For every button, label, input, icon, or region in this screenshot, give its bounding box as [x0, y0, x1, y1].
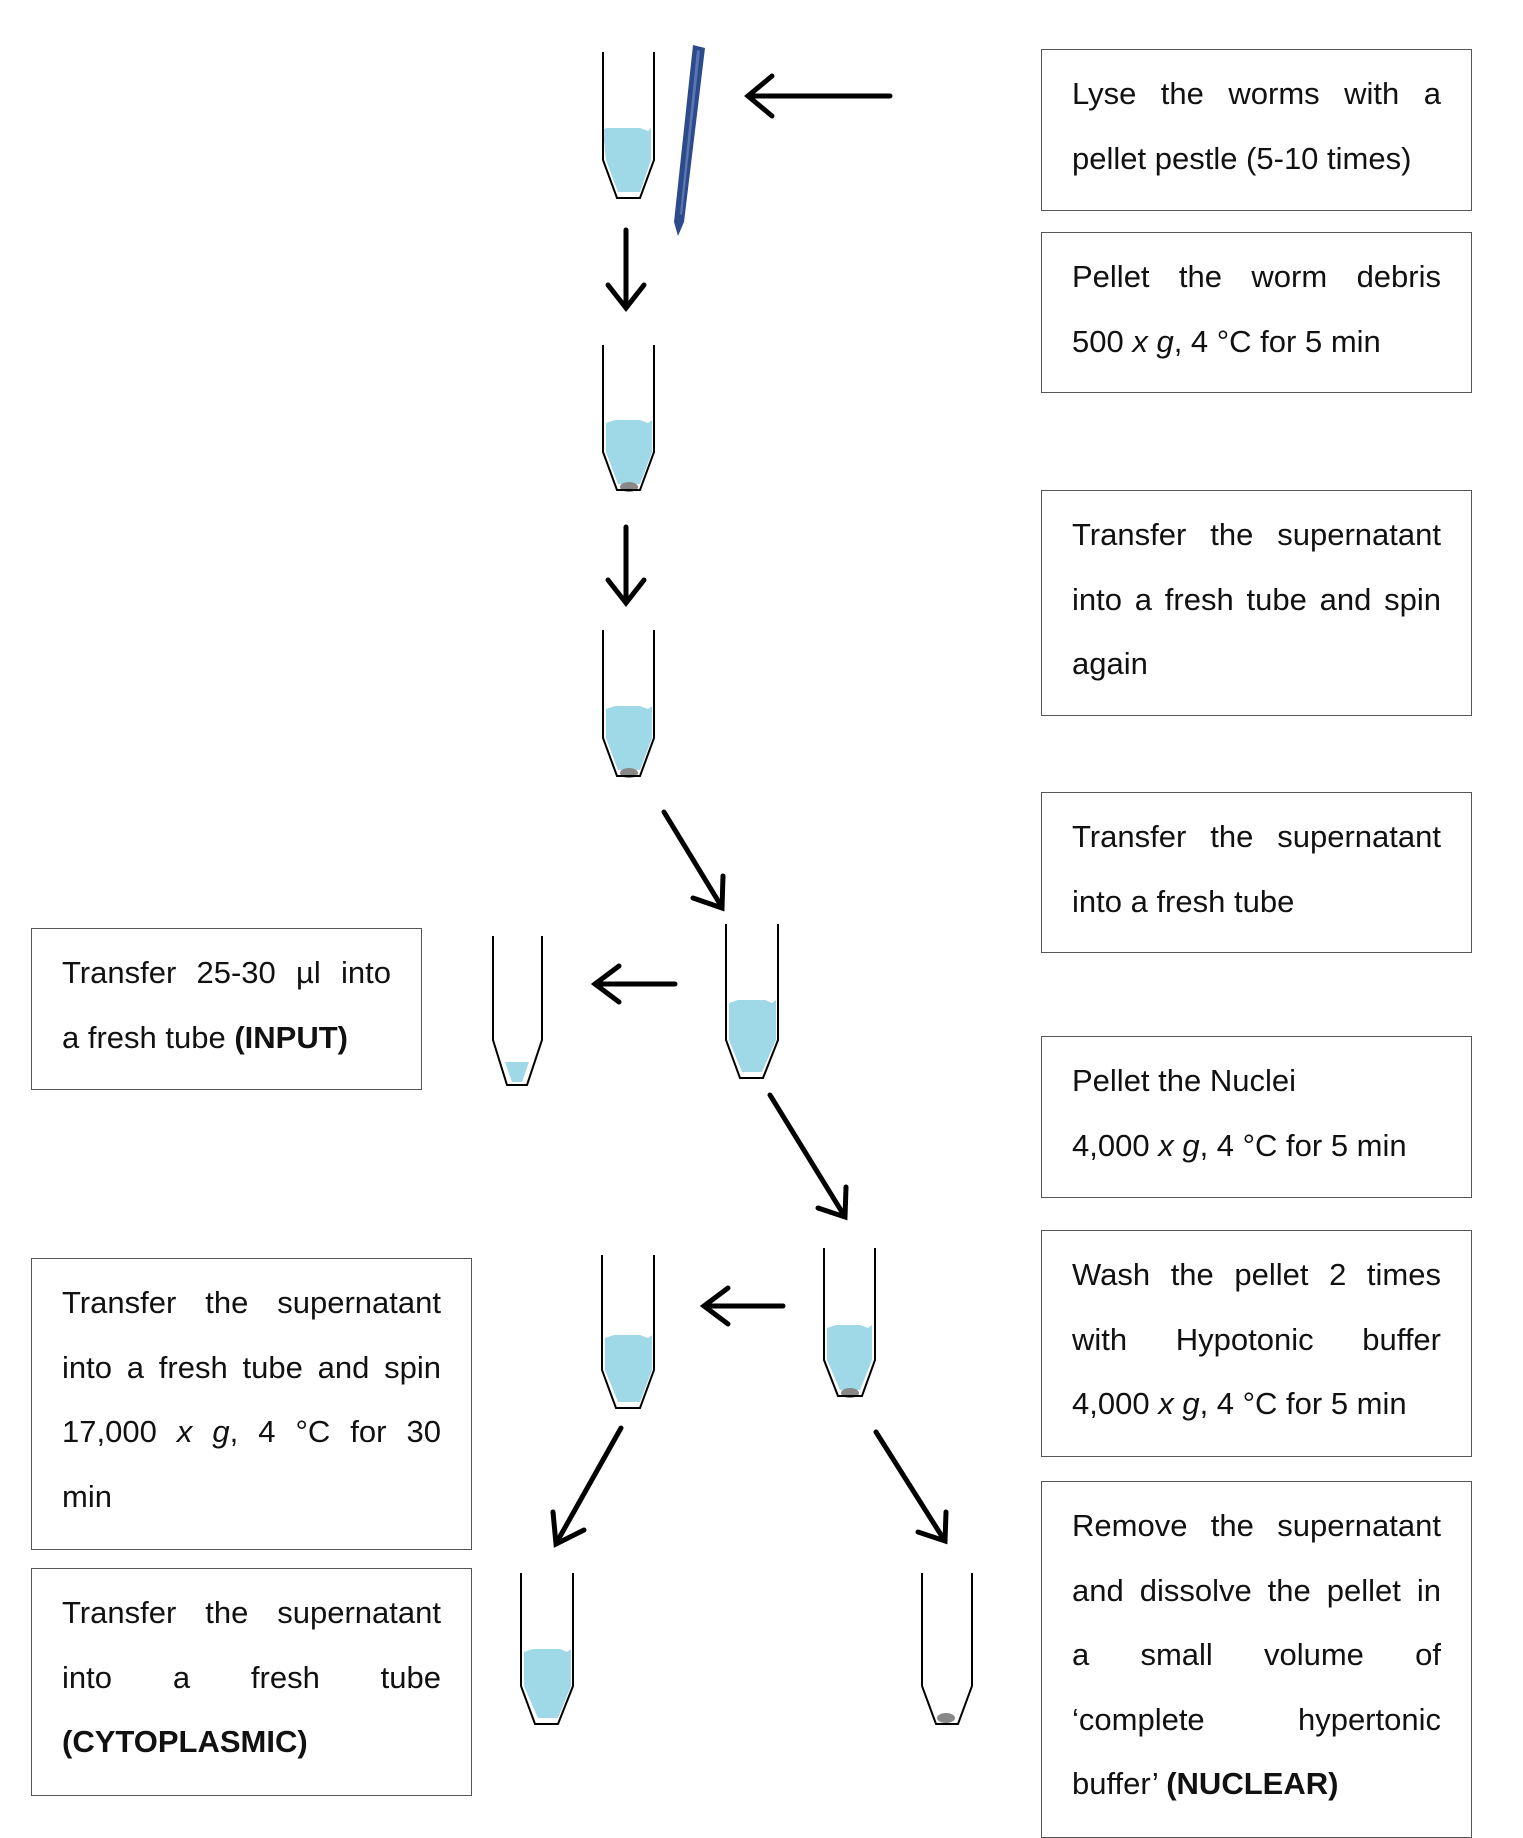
tube-2: [602, 345, 655, 492]
arrow-to-supernatant-head: [699, 1285, 731, 1327]
nuclear-line-3: a small volume of: [1072, 1637, 1441, 1672]
transfer-fresh-line-2: into a fresh tube: [1072, 883, 1295, 919]
input-line-1: Transfer 25-30 µl into: [62, 955, 391, 990]
nuclear-line-2: and dissolve the pellet in: [1072, 1572, 1441, 1608]
nuclear-text: buffer’: [1072, 1766, 1167, 1801]
nuclear-line-4: ‘complete hypertonic: [1072, 1701, 1441, 1737]
step-cytoplasmic: Transfer the supernatant into a fresh tu…: [31, 1568, 472, 1796]
cyto-spin-line-2: into a fresh tube and spin: [62, 1349, 441, 1385]
debris-speed: 500: [1072, 323, 1133, 359]
nuclei-unit: x g: [1158, 1127, 1200, 1163]
debris-unit: x g: [1132, 323, 1174, 359]
transfer-spin-line-1: Transfer the supernatant: [1072, 517, 1441, 552]
tube-supernatant: [601, 1255, 655, 1409]
lyse-line-2: pellet pestle (5-10 times): [1072, 140, 1412, 176]
cyto-speed: 17,000: [62, 1414, 177, 1449]
input-text: a fresh tube: [62, 1019, 235, 1055]
step-transfer-fresh: Transfer the supernatant into a fresh tu…: [1041, 792, 1472, 953]
step-input: Transfer 25-30 µl into a fresh tube (INP…: [31, 928, 422, 1090]
tube-nuclear: [921, 1573, 973, 1725]
nuclei-conditions: , 4 °C for 5 min: [1199, 1127, 1407, 1163]
cytoplasmic-label: (CYTOPLASMIC): [62, 1710, 441, 1775]
transfer-fresh-line-1: Transfer the supernatant: [1072, 819, 1441, 854]
tube-cytoplasmic: [520, 1573, 574, 1725]
arrow-diag-1: [661, 809, 723, 907]
nuclei-line-1: Pellet the Nuclei: [1072, 1063, 1297, 1098]
debris-line-1: Pellet the worm debris: [1072, 259, 1441, 294]
pellet-pestle-icon: [674, 45, 705, 236]
debris-conditions: , 4 °C for 5 min: [1173, 323, 1381, 359]
cyto-spin-line-3: 17,000 x g, 4 °C for 30: [62, 1400, 441, 1465]
step-cyto-spin: Transfer the supernatant into a fresh tu…: [31, 1258, 472, 1550]
transfer-spin-line-2: into a fresh tube and spin: [1072, 581, 1441, 617]
arrow-to-pestle-head: [744, 73, 775, 119]
input-line-2: a fresh tube (INPUT): [62, 1006, 391, 1071]
arrow-down-2-head: [605, 577, 647, 608]
arrow-diag-nuclear: [873, 1429, 946, 1541]
arrow-diag-cyto: [555, 1425, 624, 1543]
tube-3: [602, 630, 655, 778]
debris-line-2: 500 x g, 4 °C for 5 min: [1072, 310, 1441, 375]
step-pellet-debris: Pellet the worm debris 500 x g, 4 °C for…: [1041, 232, 1472, 393]
arrow-diag-1-head: [690, 873, 726, 912]
lyse-line-1: Lyse the worms with a: [1072, 76, 1441, 111]
arrow-diag-2: [767, 1092, 845, 1215]
arrow-diag-nuclear-head: [915, 1509, 949, 1545]
wash-line-2: with Hypotonic buffer: [1072, 1321, 1441, 1357]
wash-line-1: Wash the pellet 2 times: [1072, 1257, 1441, 1292]
nuclear-label: (NUCLEAR): [1166, 1766, 1339, 1801]
cyto-spin-line-4: min: [62, 1478, 112, 1514]
cyto-spin-line-1: Transfer the supernatant: [62, 1285, 441, 1320]
tube-4: [725, 924, 779, 1079]
tube-input: [492, 936, 543, 1086]
tube-nuclei: [823, 1248, 876, 1398]
transfer-spin-line-3: again: [1072, 646, 1148, 681]
cytoplasmic-line-2: into a fresh tube: [62, 1659, 441, 1695]
input-label: (INPUT): [234, 1019, 348, 1055]
step-pellet-nuclei: Pellet the Nuclei 4,000 x g, 4 °C for 5 …: [1041, 1036, 1472, 1198]
wash-conditions: , 4 °C for 5 min: [1199, 1386, 1407, 1421]
wash-line-3: 4,000 x g, 4 °C for 5 min: [1072, 1372, 1441, 1437]
nuclear-line-1: Remove the supernatant: [1072, 1508, 1441, 1543]
nuclear-line-5: buffer’ (NUCLEAR): [1072, 1752, 1441, 1817]
cyto-unit: x g: [176, 1414, 230, 1449]
arrow-diag-2-head: [815, 1184, 849, 1221]
nuclei-speed: 4,000: [1072, 1127, 1159, 1163]
nuclei-line-2: 4,000 x g, 4 °C for 5 min: [1072, 1114, 1441, 1179]
arrow-down-1-head: [605, 282, 647, 313]
wash-unit: x g: [1158, 1386, 1200, 1421]
step-transfer-spin: Transfer the supernatant into a fresh tu…: [1041, 490, 1472, 716]
step-lyse: Lyse the worms with a pellet pestle (5-1…: [1041, 49, 1472, 211]
cyto-conditions: , 4 °C for 30: [229, 1414, 441, 1449]
cytoplasmic-line-1: Transfer the supernatant: [62, 1595, 441, 1630]
step-wash: Wash the pellet 2 times with Hypotonic b…: [1041, 1230, 1472, 1457]
cytoplasmic-bold: (CYTOPLASMIC): [62, 1724, 308, 1759]
wash-speed: 4,000: [1072, 1386, 1159, 1421]
arrow-to-input-head: [590, 963, 622, 1005]
tube-1: [602, 52, 655, 199]
step-nuclear: Remove the supernatant and dissolve the …: [1041, 1481, 1472, 1838]
arrow-diag-cyto-head: [550, 1509, 587, 1548]
